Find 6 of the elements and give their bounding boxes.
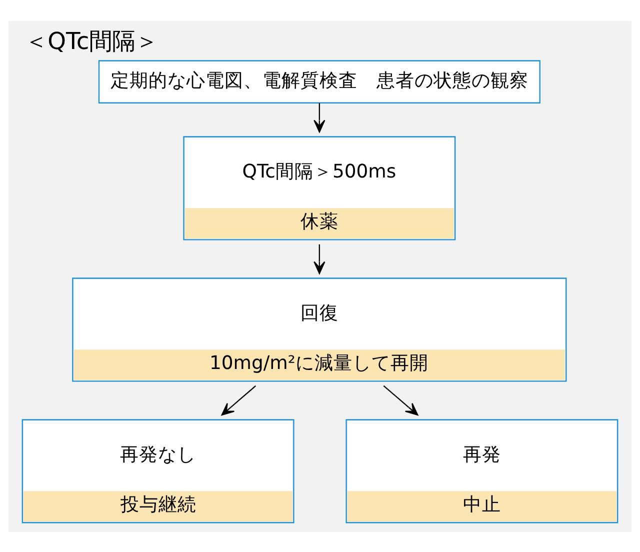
node-box: 定期的な心電図、電解質検査 患者の状態の観察 — [98, 60, 540, 103]
arrow — [221, 384, 256, 416]
arrow — [314, 244, 326, 274]
diagram-title: ＜QTc間隔＞ — [24, 26, 158, 55]
arrow — [383, 384, 418, 416]
arrow — [314, 102, 326, 132]
